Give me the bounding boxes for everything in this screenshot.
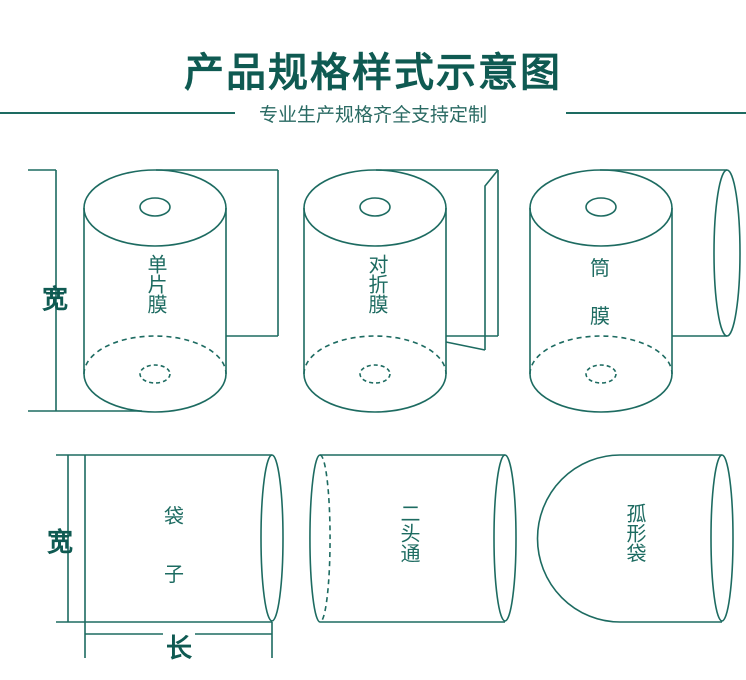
roll-bottom-front [529,373,673,413]
bag-left-end-front [309,454,321,623]
roll-core-bottom [359,364,391,384]
roll-core [359,197,391,217]
roll-core-bottom [139,364,171,384]
length-label: 长 [163,628,196,665]
roll-core [585,197,617,217]
roll-top-face [303,169,447,247]
roll-bottom-back [83,335,227,375]
arc-bag [536,454,734,623]
roll-bottom-back [529,335,673,375]
bag-label-top: 袋 [164,504,184,528]
folded-sheet-fold [484,169,499,350]
folded-film-roll [303,169,499,413]
roll-top-face [83,169,227,247]
roll-core-bottom [585,364,617,384]
page-title: 产品规格样式示意图 [184,50,562,96]
bag-right-end [493,454,517,622]
bag-left-end-back [319,454,331,623]
bag-arc-edge [536,454,621,623]
folded-film-label: 对折膜 [365,254,389,314]
folded-sheet-lower [445,341,486,351]
width-label-top: 宽 [42,285,69,315]
right-divider [566,112,746,114]
roll-top-face [529,169,673,247]
roll-bottom-back [303,335,447,375]
tube-open-end [713,169,741,337]
page-subtitle: 专业生产规格齐全支持定制 [258,104,487,126]
tube-film-roll [529,169,741,413]
bag-open-end [710,454,734,622]
bag-label-bottom: 子 [164,562,184,586]
tube-film-label-top: 筒 [590,256,610,280]
arc-bag-label: 孤形袋 [623,503,647,563]
tube-film-label-bottom: 膜 [590,304,610,328]
roll-core [139,197,171,217]
width-label-bottom: 宽 [47,528,74,558]
open-both-ends-bag [309,454,517,623]
bag-open-end [260,454,284,622]
single-film-roll [28,169,279,413]
single-film-label: 单片膜 [144,254,168,314]
roll-bottom-front [303,373,447,413]
left-divider [0,112,235,114]
roll-bottom-front [83,373,227,413]
open-both-ends-label: 二头通 [397,503,421,563]
